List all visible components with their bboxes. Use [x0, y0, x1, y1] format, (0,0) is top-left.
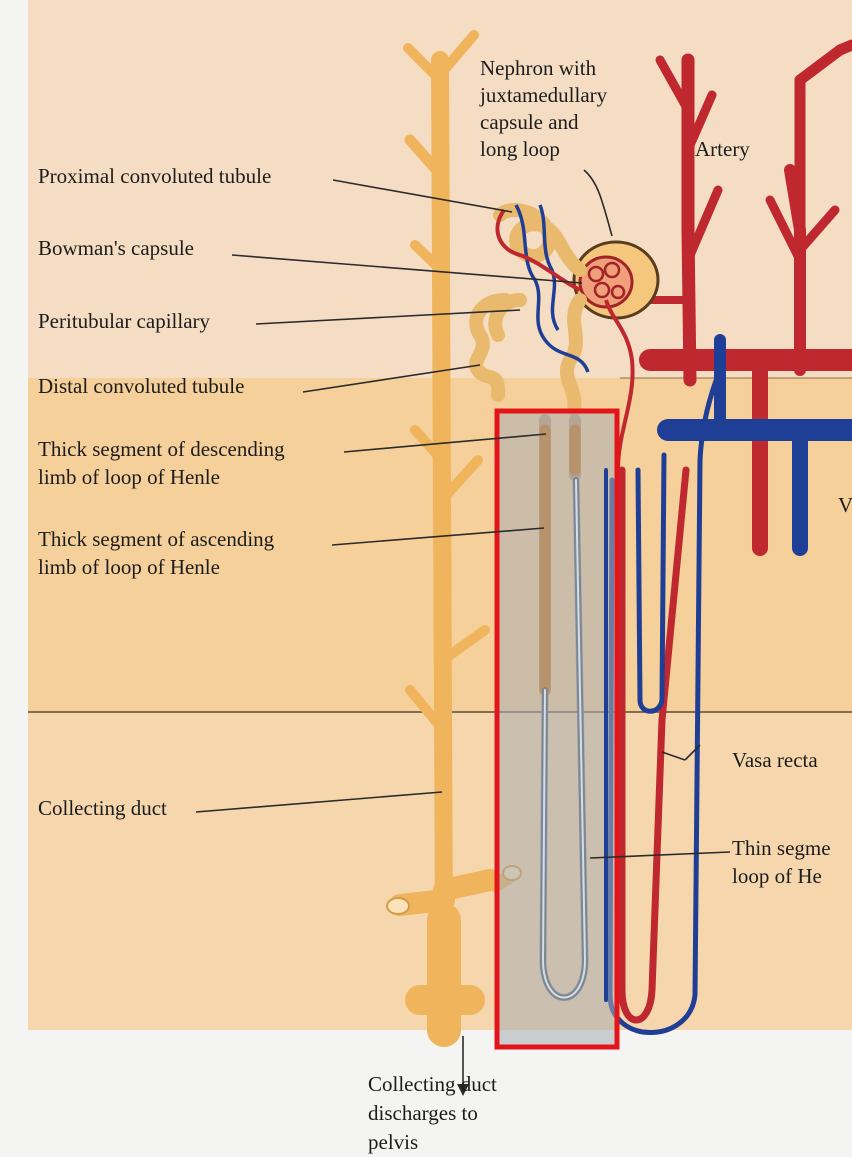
label-thick-descending-line2: limb of loop of Henle	[38, 465, 220, 489]
label-pelvis-line1: Collecting duct	[368, 1072, 497, 1096]
label-bowmans-capsule: Bowman's capsule	[38, 236, 194, 260]
label-pelvis-line3: pelvis	[368, 1130, 418, 1154]
label-distal-convoluted-tubule: Distal convoluted tubule	[38, 374, 244, 398]
label-nephron-line2: juxtamedullary	[479, 83, 608, 107]
label-vasa-recta: Vasa recta	[732, 748, 818, 772]
label-thick-ascending-line1: Thick segment of ascending	[38, 527, 275, 551]
label-peritubular-capillary: Peritubular capillary	[38, 309, 211, 333]
label-proximal-convoluted-tubule: Proximal convoluted tubule	[38, 164, 271, 188]
label-thin-segment-line2: loop of He	[732, 864, 822, 888]
label-nephron-line3: capsule and	[480, 110, 579, 134]
highlight-region-fill	[497, 411, 617, 1047]
label-thick-ascending-line2: limb of loop of Henle	[38, 555, 220, 579]
label-vein-partial: V	[838, 493, 852, 517]
label-nephron-line4: long loop	[480, 137, 560, 161]
label-thin-segment-line1: Thin segme	[732, 836, 831, 860]
label-pelvis-line2: discharges to	[368, 1101, 478, 1125]
label-thick-descending-line1: Thick segment of descending	[38, 437, 285, 461]
label-artery: Artery	[695, 137, 750, 161]
label-nephron-line1: Nephron with	[480, 56, 597, 80]
label-collecting-duct: Collecting duct	[38, 796, 167, 820]
duct-branch-end-left	[387, 898, 409, 914]
